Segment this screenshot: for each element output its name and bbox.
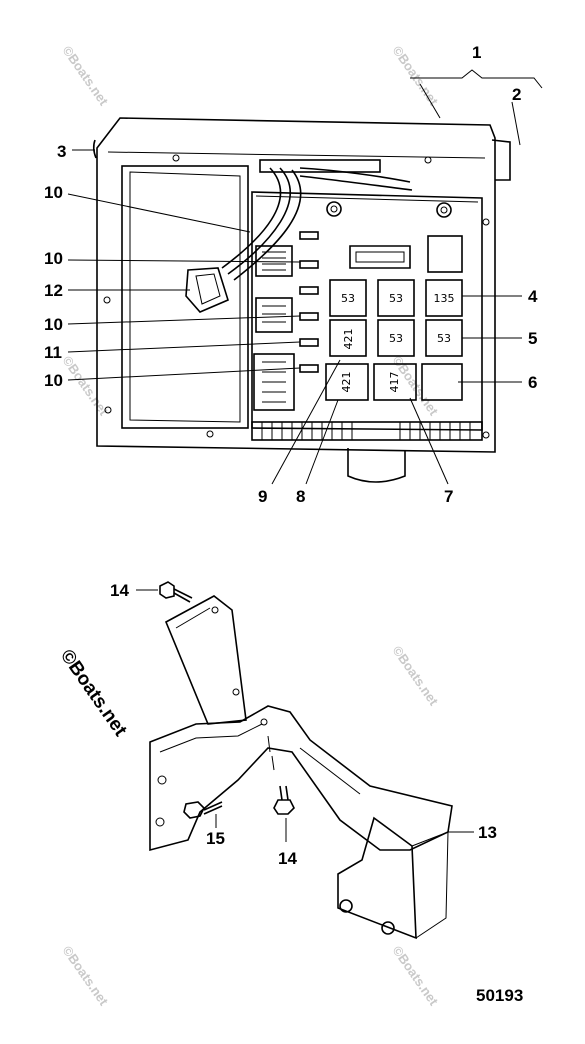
connector bbox=[255, 297, 293, 333]
fuse: 53 bbox=[377, 319, 415, 357]
fuse-label: 421 bbox=[342, 329, 355, 350]
callout-1: 1 bbox=[472, 43, 481, 62]
callout-5: 5 bbox=[528, 329, 537, 348]
watermark: ©Boats.net bbox=[60, 353, 112, 419]
watermark: ©Boats.net bbox=[390, 943, 442, 1009]
fuse-label: 53 bbox=[341, 292, 355, 305]
fuse-block: 53 53 135 421 53 53 421 417 bbox=[325, 279, 463, 401]
callout-6: 6 bbox=[528, 373, 537, 392]
fuse: 421 bbox=[329, 319, 367, 357]
callout-10: 10 bbox=[44, 315, 63, 334]
callout-4: 4 bbox=[528, 287, 538, 306]
fuse-label: 53 bbox=[389, 292, 403, 305]
electrical-box bbox=[92, 117, 511, 483]
figure-number: 50193 bbox=[476, 986, 523, 1005]
callout-2: 2 bbox=[512, 85, 521, 104]
fuse: 421 bbox=[325, 363, 369, 401]
callout-9: 9 bbox=[258, 487, 267, 506]
callout-14: 14 bbox=[278, 849, 297, 868]
fuse-label: 53 bbox=[437, 332, 451, 345]
bolt bbox=[273, 785, 295, 815]
fuse: 417 bbox=[373, 363, 417, 401]
callout-11: 11 bbox=[44, 343, 62, 362]
callout-15: 15 bbox=[206, 829, 225, 848]
callout-10: 10 bbox=[44, 249, 63, 268]
fuse-label: 417 bbox=[388, 372, 401, 393]
watermark: ©Boats.net bbox=[390, 43, 442, 109]
callout-8: 8 bbox=[296, 487, 305, 506]
mounting-holes bbox=[103, 154, 490, 439]
callout-3: 3 bbox=[57, 142, 66, 161]
callout-7: 7 bbox=[444, 487, 453, 506]
watermark-dark: ©Boats.net bbox=[56, 646, 131, 741]
fuse: 53 bbox=[377, 279, 415, 317]
connector bbox=[253, 353, 295, 411]
watermark: ©Boats.net bbox=[60, 943, 112, 1009]
connector bbox=[255, 245, 293, 277]
fuse: 135 bbox=[425, 279, 463, 317]
bolt bbox=[159, 581, 193, 603]
fuse-label: 421 bbox=[340, 372, 353, 393]
fuse: 53 bbox=[329, 279, 367, 317]
wiring-harness bbox=[221, 159, 413, 281]
mounting-bracket bbox=[149, 595, 453, 940]
callout-10: 10 bbox=[44, 183, 63, 202]
fuse-label: 53 bbox=[389, 332, 403, 345]
callout-12: 12 bbox=[44, 281, 63, 300]
bolt bbox=[183, 801, 223, 819]
terminal-strip bbox=[251, 421, 483, 441]
leaders bbox=[67, 69, 543, 842]
callout-14: 14 bbox=[110, 581, 129, 600]
wire-connector bbox=[185, 267, 229, 313]
callouts: 1 2 3 4 5 6 7 8 9 10 10 10 10 11 12 13 1… bbox=[44, 43, 538, 1005]
fuse: 53 bbox=[425, 319, 463, 357]
callout-13: 13 bbox=[478, 823, 497, 842]
watermark: ©Boats.net bbox=[390, 643, 442, 709]
fuse-label: 135 bbox=[434, 292, 455, 305]
watermark: ©Boats.net bbox=[60, 43, 112, 109]
callout-10: 10 bbox=[44, 371, 63, 390]
